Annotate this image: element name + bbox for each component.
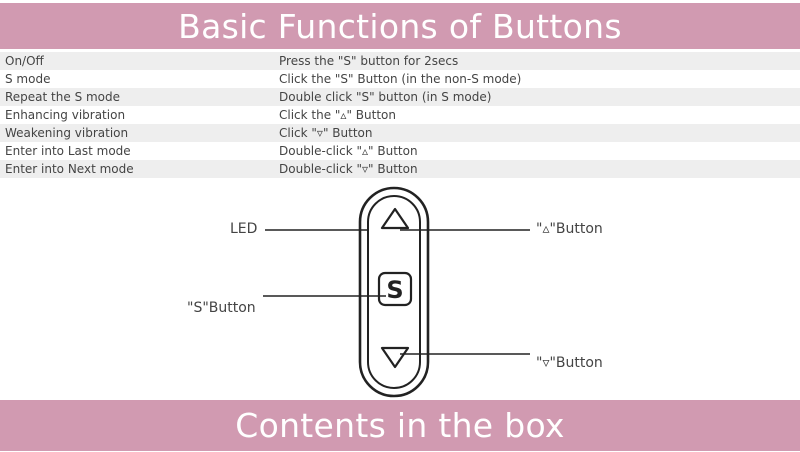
down-button[interactable] — [380, 346, 410, 369]
function-action: Double-click "▿" Button — [279, 160, 800, 178]
remote-drawing: S — [263, 186, 530, 398]
table-row: On/Off Press the "S" button for 2secs — [0, 52, 800, 70]
remote-diagram: S LED "S"Button "▵"Button "▿"Button — [0, 186, 800, 398]
function-action: Double-click "▵" Button — [279, 142, 800, 160]
contents-banner: Contents in the box — [0, 400, 800, 451]
title-banner: Basic Functions of Buttons — [0, 3, 800, 49]
function-name: On/Off — [0, 52, 279, 70]
s-button[interactable]: S — [377, 271, 413, 307]
function-action: Click the "S" Button (in the non-S mode) — [279, 70, 800, 88]
table-row: Weakening vibration Click "▿" Button — [0, 124, 800, 142]
table-row: Enter into Last mode Double-click "▵" Bu… — [0, 142, 800, 160]
s-button-glyph: S — [386, 276, 403, 304]
up-button-label: "▵"Button — [536, 221, 603, 237]
table-row: Enhancing vibration Click the "▵" Button — [0, 106, 800, 124]
function-action: Press the "S" button for 2secs — [279, 52, 800, 70]
function-name: Enter into Next mode — [0, 160, 279, 178]
functions-table: On/Off Press the "S" button for 2secs S … — [0, 52, 800, 178]
function-name: Enhancing vibration — [0, 106, 279, 124]
triangle-up-icon — [380, 207, 410, 230]
function-name: Enter into Last mode — [0, 142, 279, 160]
function-action: Click "▿" Button — [279, 124, 800, 142]
page-title: Basic Functions of Buttons — [178, 6, 622, 46]
s-button-frame — [377, 271, 413, 307]
function-name: Repeat the S mode — [0, 88, 279, 106]
table-row: Repeat the S mode Double click "S" butto… — [0, 88, 800, 106]
table-row: S mode Click the "S" Button (in the non-… — [0, 70, 800, 88]
function-name: Weakening vibration — [0, 124, 279, 142]
function-action: Click the "▵" Button — [279, 106, 800, 124]
led-label: LED — [230, 221, 258, 237]
down-button-label: "▿"Button — [536, 355, 603, 371]
function-action: Double click "S" button (in S mode) — [279, 88, 800, 106]
section-title: Contents in the box — [235, 406, 565, 445]
triangle-down-icon — [380, 346, 410, 369]
function-name: S mode — [0, 70, 279, 88]
table-row: Enter into Next mode Double-click "▿" Bu… — [0, 160, 800, 178]
up-button[interactable] — [380, 207, 410, 230]
s-button-label: "S"Button — [187, 300, 256, 316]
